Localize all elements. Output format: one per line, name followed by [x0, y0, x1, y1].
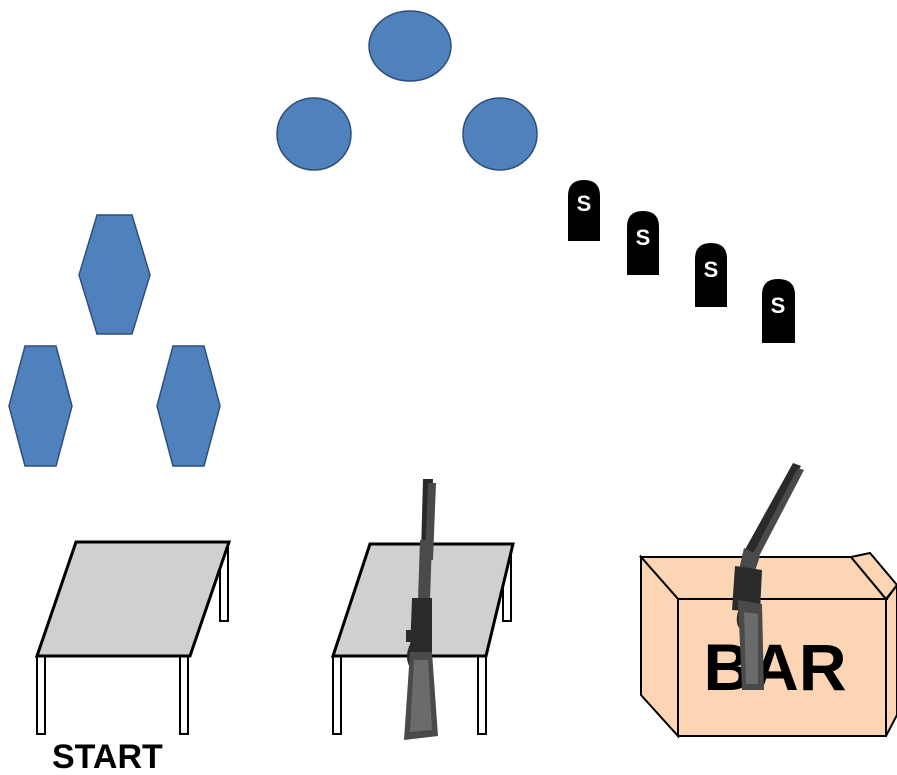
steel-target-4-label: S [771, 293, 786, 318]
steel-target-3: S [695, 243, 727, 307]
round-target-right [462, 97, 538, 171]
steel-target-1-label: S [577, 191, 592, 216]
hex-target-top [78, 214, 151, 335]
round-targets-group [276, 10, 538, 171]
hex-target-left [8, 345, 73, 467]
lever-action-rifle-icon [404, 479, 438, 740]
round-target-top [368, 10, 452, 82]
round-target-left [276, 97, 352, 171]
steel-target-3-label: S [704, 257, 719, 282]
hex-targets-group [8, 214, 221, 467]
start-label: START [52, 738, 163, 775]
steel-targets-group: S S S S [568, 180, 795, 343]
bar-label: BAR [704, 630, 847, 704]
bar-box: BAR [638, 551, 897, 739]
hex-target-right [156, 345, 221, 467]
start-table [34, 540, 232, 735]
steel-target-4: S [762, 279, 795, 343]
steel-target-2: S [627, 211, 659, 275]
steel-target-1: S [568, 180, 600, 241]
steel-target-2-label: S [636, 225, 651, 250]
double-barrel-shotgun-icon [732, 463, 804, 690]
